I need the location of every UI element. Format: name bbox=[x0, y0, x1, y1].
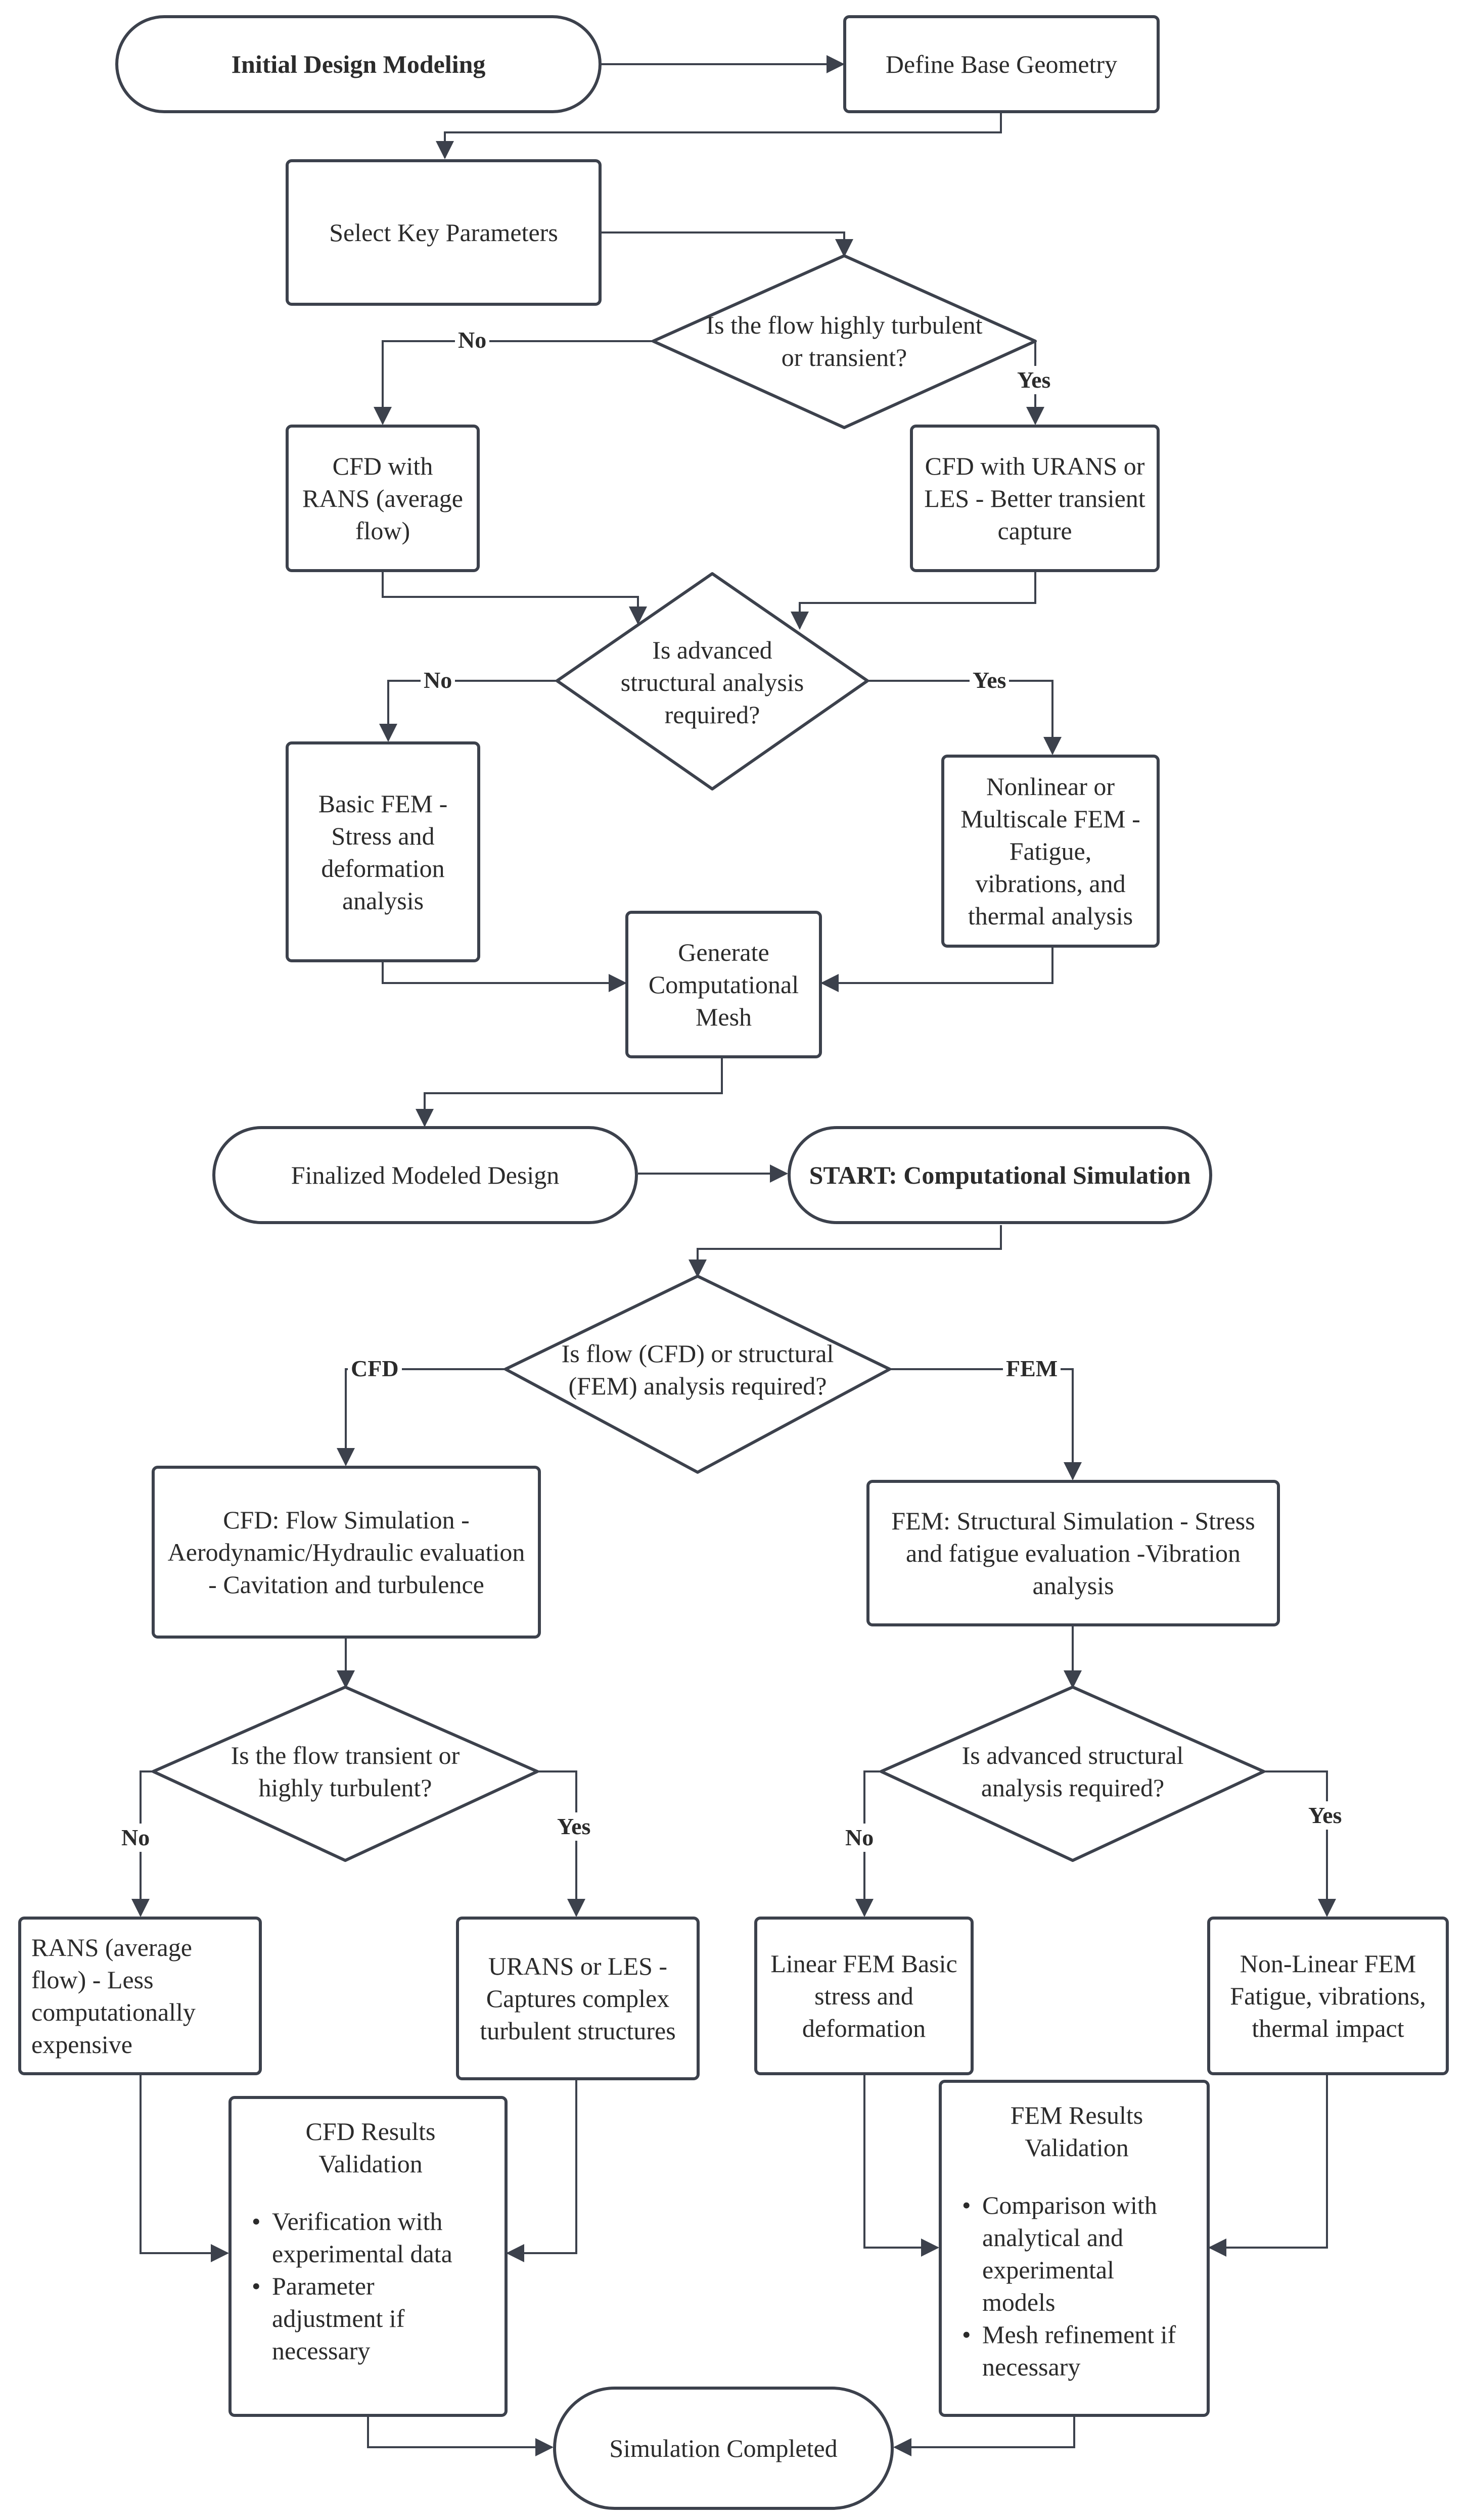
decision-adv-struct-2: Is advanced structural analysis required… bbox=[955, 1713, 1190, 1830]
edge-decision1-no bbox=[374, 340, 653, 425]
define-geometry-box: Define Base Geometry bbox=[843, 15, 1160, 113]
nonlinear-fem-label: Nonlinear or Multiscale FEM - Fatigue, v… bbox=[960, 772, 1140, 930]
decision-diamond-adv-struct-2 bbox=[880, 1686, 1265, 1862]
edge-urans-to-cfdval bbox=[506, 2079, 577, 2262]
start-simulation-terminal: START: Computational Simulation bbox=[788, 1126, 1212, 1224]
fem-validation-title: FEM Results Validation bbox=[1010, 2101, 1143, 2162]
edge-geometry-to-params bbox=[436, 112, 1002, 159]
edge-urans-to-decision2 bbox=[791, 572, 1036, 630]
decision-adv-struct-2-label: Is advanced structural analysis required… bbox=[961, 1741, 1184, 1802]
edge-params-to-decision1 bbox=[602, 231, 853, 257]
edge-mesh-to-finalized bbox=[416, 1058, 723, 1127]
fem-validation-item: Comparison with analytical and experimen… bbox=[962, 2189, 1191, 2318]
edge-decision4-yes bbox=[537, 1770, 585, 1917]
basic-fem-box: Basic FEM - Stress and deformation analy… bbox=[286, 741, 480, 962]
generate-mesh-box: Generate Computational Mesh bbox=[625, 911, 822, 1058]
decision-diamond-flow-turbulent bbox=[652, 254, 1037, 429]
finalized-design-terminal: Finalized Modeled Design bbox=[212, 1126, 638, 1224]
simulation-completed-label: Simulation Completed bbox=[609, 2434, 838, 2462]
edge-decision4-no bbox=[131, 1770, 153, 1917]
edge-label-no: No bbox=[455, 326, 490, 354]
start-simulation-rest: : Computational Simulation bbox=[889, 1161, 1191, 1189]
simulation-completed-terminal: Simulation Completed bbox=[553, 2387, 894, 2510]
edge-start-to-decision3 bbox=[689, 1225, 1002, 1278]
edge-label-fem: FEM bbox=[1003, 1355, 1061, 1383]
decision-flow-transient-label: Is the flow transient or highly turbulen… bbox=[231, 1741, 460, 1802]
decision-adv-struct-1: Is advanced structural analysis required… bbox=[602, 617, 823, 748]
fem-validation-list: Comparison with analytical and experimen… bbox=[962, 2189, 1191, 2383]
cfd-validation-item: Verification with experimental data bbox=[252, 2205, 489, 2270]
fem-struct-sim-label: FEM: Structural Simulation - Stress and … bbox=[891, 1507, 1255, 1600]
initial-design-terminal: Initial Design Modeling bbox=[115, 15, 602, 113]
edge-basicfem-to-mesh bbox=[382, 962, 627, 992]
decision-cfd-or-fem-label: Is flow (CFD) or structural (FEM) analys… bbox=[561, 1339, 834, 1400]
edge-decision2-no bbox=[379, 680, 557, 742]
edge-label-no: No bbox=[118, 1824, 153, 1852]
cfd-urans-label: CFD with URANS or LES - Better transient… bbox=[924, 452, 1145, 545]
decision-flow-transient: Is the flow transient or highly turbulen… bbox=[217, 1713, 473, 1830]
define-geometry-label: Define Base Geometry bbox=[885, 50, 1118, 78]
nonlinear-fem-box: Nonlinear or Multiscale FEM - Fatigue, v… bbox=[941, 755, 1160, 948]
rans-less-label: RANS (average flow) - Less computational… bbox=[31, 1933, 196, 2059]
edge-decision5-no bbox=[855, 1770, 881, 1917]
edge-decision3-fem bbox=[890, 1368, 1082, 1480]
edge-label-yes: Yes bbox=[970, 666, 1010, 694]
cfd-validation-item: Parameter adjustment if necessary bbox=[252, 2270, 489, 2367]
cfd-validation-box: CFD Results Validation Verification with… bbox=[228, 2096, 508, 2417]
finalized-design-label: Finalized Modeled Design bbox=[291, 1161, 560, 1189]
nonlinear-fem-2-box: Non-Linear FEM Fatigue, vibrations, ther… bbox=[1207, 1917, 1449, 2075]
edge-label-no: No bbox=[842, 1824, 877, 1852]
fem-validation-box: FEM Results Validation Comparison with a… bbox=[939, 2080, 1210, 2417]
nonlinear-fem-2-label: Non-Linear FEM Fatigue, vibrations, ther… bbox=[1230, 1949, 1426, 2042]
basic-fem-label: Basic FEM - Stress and deformation analy… bbox=[318, 789, 448, 915]
edge-label-no: No bbox=[421, 666, 455, 694]
edge-rans-to-cfdval bbox=[140, 2074, 229, 2262]
decision-diamond-cfd-or-fem bbox=[504, 1275, 891, 1474]
fem-struct-sim-box: FEM: Structural Simulation - Stress and … bbox=[866, 1480, 1280, 1626]
select-params-label: Select Key Parameters bbox=[329, 218, 558, 247]
cfd-rans-box: CFD with RANS (average flow) bbox=[286, 425, 480, 572]
decision-diamond-flow-transient bbox=[152, 1686, 539, 1862]
decision-flow-turbulent: Is the flow highly turbulent or transien… bbox=[699, 283, 990, 399]
edge-decision5-yes bbox=[1264, 1770, 1336, 1917]
linear-fem-box: Linear FEM Basic stress and deformation bbox=[754, 1917, 974, 2075]
cfd-flow-sim-box: CFD: Flow Simulation - Aerodynamic/Hydra… bbox=[152, 1466, 541, 1639]
edge-label-yes: Yes bbox=[1305, 1801, 1345, 1830]
edge-rans-to-decision2 bbox=[382, 572, 647, 625]
edge-decision3-cfd bbox=[337, 1368, 506, 1466]
decision-diamond-adv-struct-1 bbox=[556, 572, 869, 790]
decision-flow-turbulent-label: Is the flow highly turbulent or transien… bbox=[706, 311, 983, 371]
edge-linearfem-to-femval bbox=[863, 2074, 939, 2257]
select-params-box: Select Key Parameters bbox=[286, 159, 602, 306]
cfd-validation-list: Verification with experimental data Para… bbox=[252, 2205, 489, 2367]
decision-adv-struct-1-label: Is advanced structural analysis required… bbox=[620, 636, 804, 729]
edge-label-cfd: CFD bbox=[348, 1355, 402, 1383]
cfd-rans-label: CFD with RANS (average flow) bbox=[302, 452, 463, 545]
edge-nonlinearfem2-to-femval bbox=[1208, 2074, 1328, 2257]
decision-cfd-or-fem: Is flow (CFD) or structural (FEM) analys… bbox=[552, 1309, 843, 1430]
rans-less-box: RANS (average flow) - Less computational… bbox=[18, 1917, 262, 2075]
generate-mesh-label: Generate Computational Mesh bbox=[648, 938, 799, 1031]
initial-design-label: Initial Design Modeling bbox=[231, 50, 486, 78]
edge-femval-to-completed bbox=[893, 2416, 1075, 2456]
linear-fem-label: Linear FEM Basic stress and deformation bbox=[770, 1949, 957, 2042]
urans-les-box: URANS or LES - Captures complex turbulen… bbox=[456, 1917, 700, 2080]
edge-label-yes: Yes bbox=[554, 1812, 594, 1841]
edge-cfdval-to-completed bbox=[367, 2416, 554, 2456]
start-simulation-label: START: Computational Simulation bbox=[809, 1159, 1191, 1191]
cfd-flow-sim-label: CFD: Flow Simulation - Aerodynamic/Hydra… bbox=[167, 1506, 525, 1599]
edge-label-yes: Yes bbox=[1014, 366, 1054, 394]
start-simulation-prefix: START bbox=[809, 1161, 889, 1189]
cfd-validation-title: CFD Results Validation bbox=[305, 2117, 436, 2178]
cfd-urans-box: CFD with URANS or LES - Better transient… bbox=[910, 425, 1160, 572]
edge-nonlinearfem-to-mesh bbox=[820, 947, 1053, 992]
urans-les-label: URANS or LES - Captures complex turbulen… bbox=[480, 1952, 676, 2045]
fem-validation-item: Mesh refinement if necessary bbox=[962, 2318, 1191, 2383]
edge-decision2-yes bbox=[867, 680, 1062, 755]
